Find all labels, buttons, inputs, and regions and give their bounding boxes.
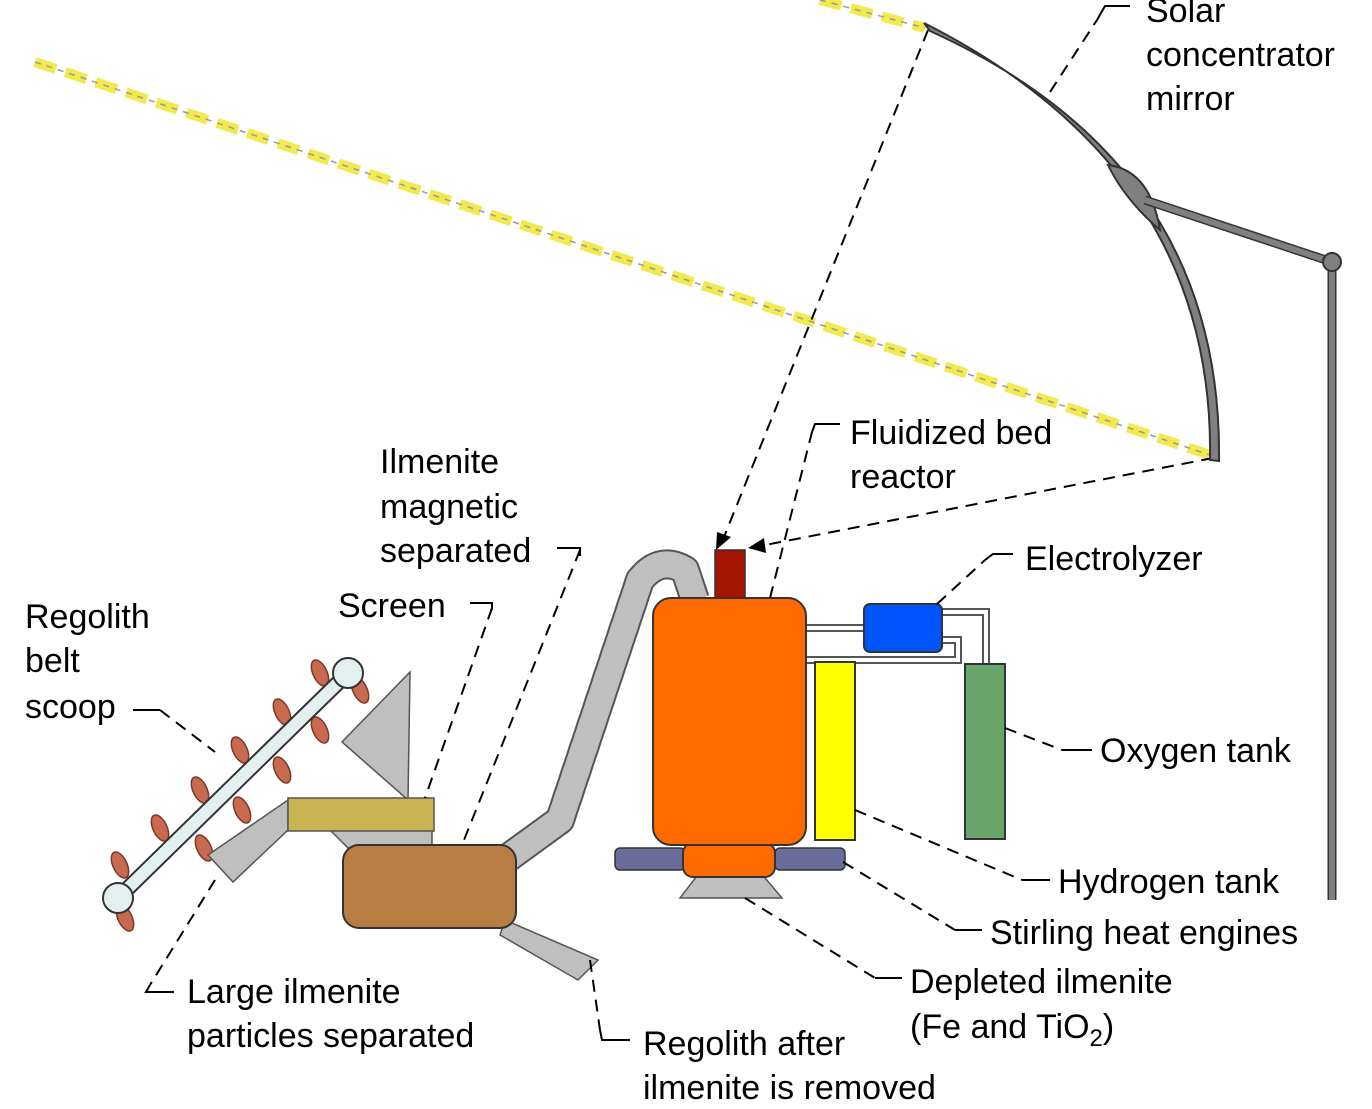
screen (287, 797, 435, 832)
hydrogen-tank (814, 661, 856, 841)
solar-concentrator-mirror (923, 22, 1342, 900)
label-regolith-after-1: Regolith after (643, 1025, 845, 1063)
label-magnetic: Ilmenite magnetic separated (380, 443, 531, 570)
electrolyzer (863, 603, 943, 653)
label-large-particles: Large ilmenite particles separated (187, 973, 474, 1055)
label-mirror-3: mirror (1146, 80, 1235, 118)
label-mirror-2: concentrator (1146, 36, 1335, 74)
fluidized-bed-reactor (652, 549, 807, 899)
label-depleted: Depleted ilmenite (Fe and TiO2) (910, 963, 1182, 1052)
label-magnetic-3: separated (380, 532, 531, 570)
regolith-discharge-chute (499, 918, 600, 981)
label-depleted-sub: 2 (1090, 1025, 1103, 1052)
label-large-particles-2: particles separated (187, 1017, 474, 1055)
label-oxygen-tank: Oxygen tank (1100, 732, 1292, 770)
label-belt-scoop: Regolith belt scoop (25, 598, 159, 726)
label-electrolyzer: Electrolyzer (1025, 540, 1203, 578)
label-regolith-after-2: ilmenite is removed (643, 1069, 936, 1107)
label-screen: Screen (338, 587, 446, 625)
magnetic-separator (342, 844, 517, 929)
label-belt-scoop-2: belt (25, 642, 80, 680)
leader-lines (133, 5, 1130, 1041)
label-depleted-close: ) (1103, 1008, 1114, 1046)
label-reactor: Fluidized bed reactor (850, 414, 1062, 496)
reactor-nozzle (714, 549, 746, 599)
label-mirror: Solar concentrator mirror (1146, 0, 1344, 118)
label-magnetic-1: Ilmenite (380, 443, 499, 481)
label-depleted-1: Depleted ilmenite (910, 963, 1173, 1001)
sun-rays (33, 0, 1212, 460)
focused-beams (716, 29, 1214, 553)
label-large-particles-1: Large ilmenite (187, 973, 401, 1011)
oxygen-tank (964, 663, 1006, 840)
label-belt-scoop-1: Regolith (25, 598, 150, 636)
regolith-belt-scoop (102, 657, 370, 932)
pipes (806, 608, 990, 665)
label-hydrogen-tank: Hydrogen tank (1058, 863, 1280, 901)
label-magnetic-2: magnetic (380, 488, 518, 526)
label-regolith-after: Regolith after ilmenite is removed (643, 1025, 936, 1107)
labels: Solar concentrator mirror Fluidized bed … (25, 0, 1344, 1107)
label-reactor-1: Fluidized bed (850, 414, 1052, 452)
label-belt-scoop-3: scoop (25, 688, 116, 726)
stirling-heat-engines (614, 847, 846, 871)
label-stirling: Stirling heat engines (990, 914, 1298, 952)
label-reactor-2: reactor (850, 458, 956, 496)
label-mirror-1: Solar (1146, 0, 1225, 30)
label-depleted-2: (Fe and TiO (910, 1008, 1090, 1046)
